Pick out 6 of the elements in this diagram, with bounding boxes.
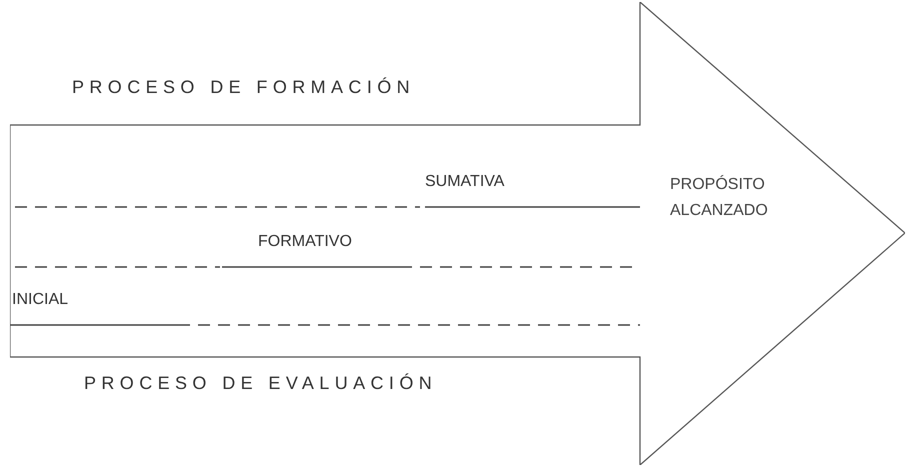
label-text: PROCESO DE EVALUACIÓN	[84, 372, 438, 394]
label-text: SUMATIVA	[425, 172, 504, 192]
label-text: FORMATIVO	[258, 232, 352, 252]
label-text: INICIAL	[12, 290, 68, 310]
label-text: PROCESO DE FORMACIÓN	[72, 76, 416, 98]
goal-text: PROPÓSITO ALCANZADO	[670, 174, 769, 221]
